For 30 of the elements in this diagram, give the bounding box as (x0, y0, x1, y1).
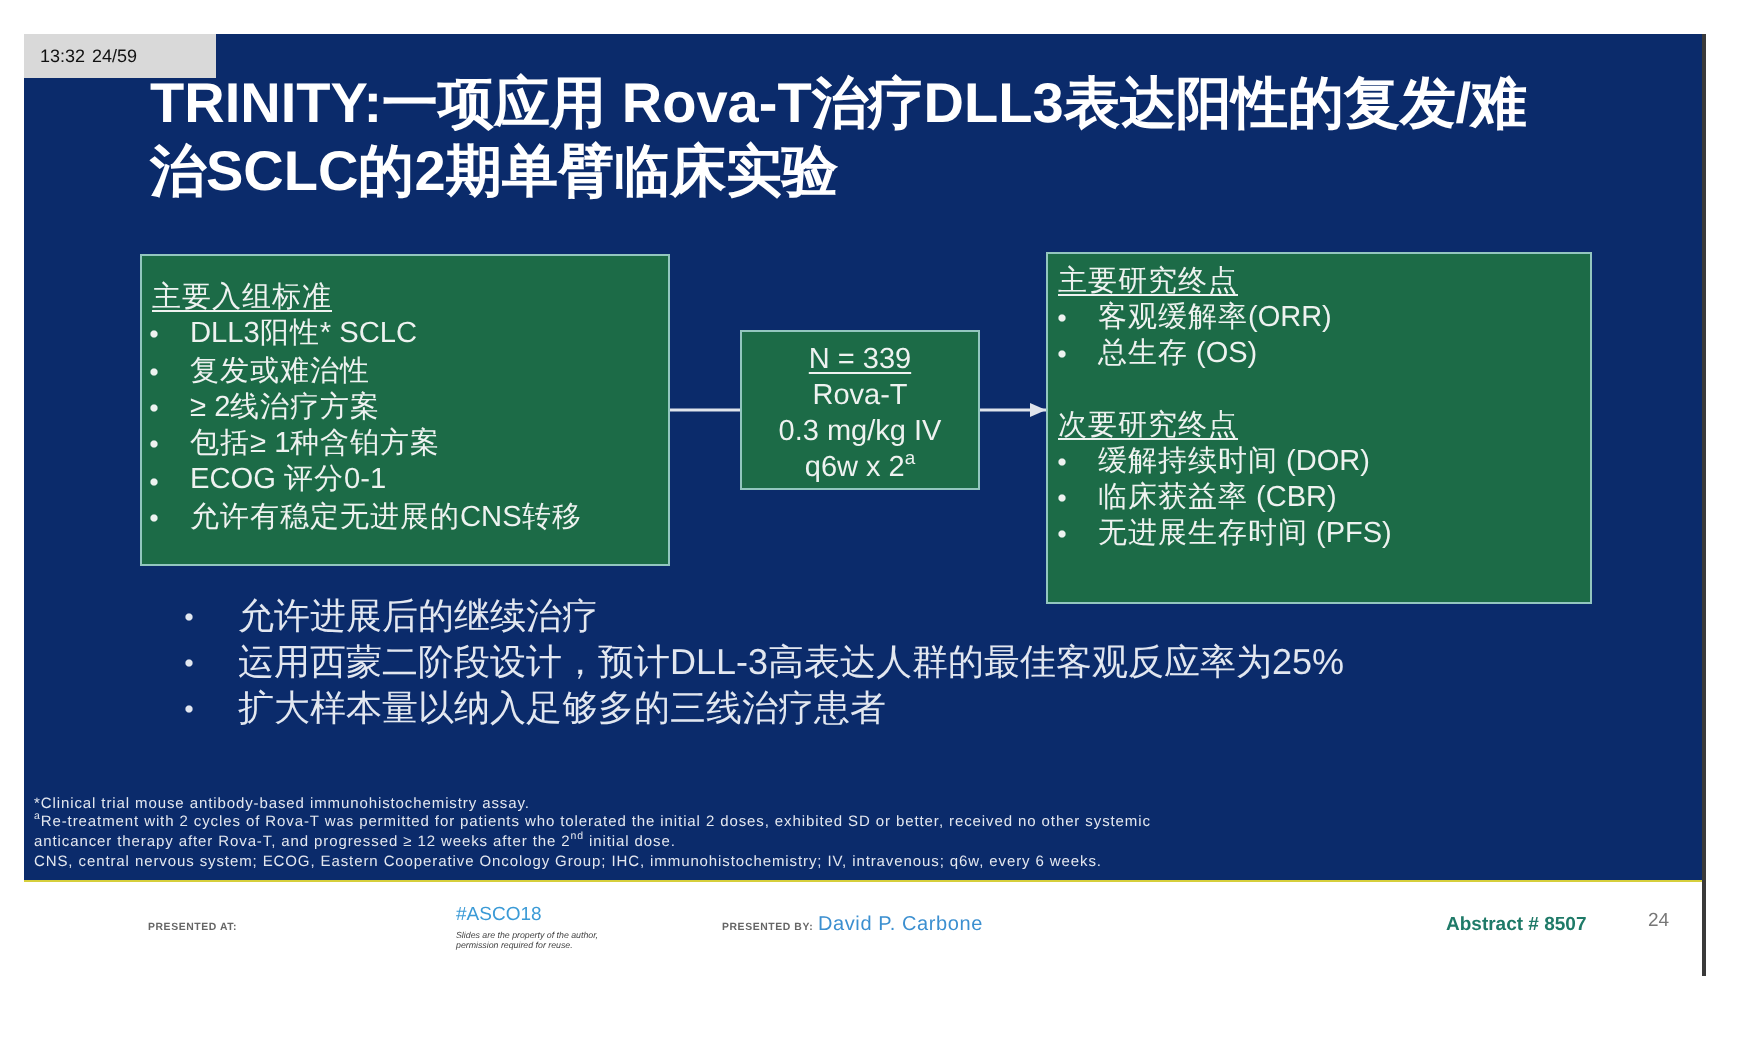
endpoints-box (1046, 252, 1592, 604)
list-item: 包括≥ 1种含铂方案 (148, 426, 441, 463)
arrow (980, 403, 1046, 417)
list-item: 缓解持续时间 (DOR) (1056, 444, 1370, 480)
connector-line (670, 408, 740, 412)
treatment-box (740, 330, 980, 490)
abstract-number: Abstract # 8507 (1446, 914, 1587, 936)
list-item: 客观缓解率(ORR) (1056, 300, 1332, 336)
presenter-name: David P. Carbone (818, 914, 983, 938)
page-number: 24 (1648, 910, 1670, 932)
list-item: 无进展生存时间 (PFS) (1056, 516, 1392, 552)
regimen-text: 0.3 mg/kg IV (778, 414, 942, 450)
list-item: ≥ 2线治疗方案 (148, 389, 381, 427)
criteria-box (140, 254, 670, 566)
regimen-text: q6w x 2$^{a}$ (804, 450, 916, 486)
section-heading: 次要研究终点 (1058, 408, 1238, 444)
page-counter-text: 24/59 (92, 46, 138, 68)
list-item: 总生存 (OS) (1056, 336, 1258, 372)
list-item: 复发或难治性 (148, 353, 370, 390)
slide-title: TRINITY:一项应用 Rova-T治疗DLL3表达阳性的复发/难治SCLC的2期单臂临床实验 (150, 70, 1530, 206)
section-heading: 主要入组标准 (152, 280, 332, 317)
bullet-point: 运用西蒙二阶段设计，预计DLL-3高表达人群的最佳客观反应率为25% (182, 640, 1345, 686)
list-item: 临床获益率 (CBR) (1056, 480, 1337, 516)
hashtag-text: #ASCO18 (456, 904, 542, 926)
section-heading: 主要研究终点 (1058, 264, 1238, 300)
section-heading: N = 339 (808, 342, 912, 378)
list-item: 允许有稳定无进展的CNS转移 (148, 499, 582, 537)
bullet-point: 扩大样本量以纳入足够多的三线治疗患者 (182, 686, 886, 732)
timestamp-text: 13:32 (40, 46, 86, 68)
regimen-text: Rova-T (812, 378, 908, 414)
